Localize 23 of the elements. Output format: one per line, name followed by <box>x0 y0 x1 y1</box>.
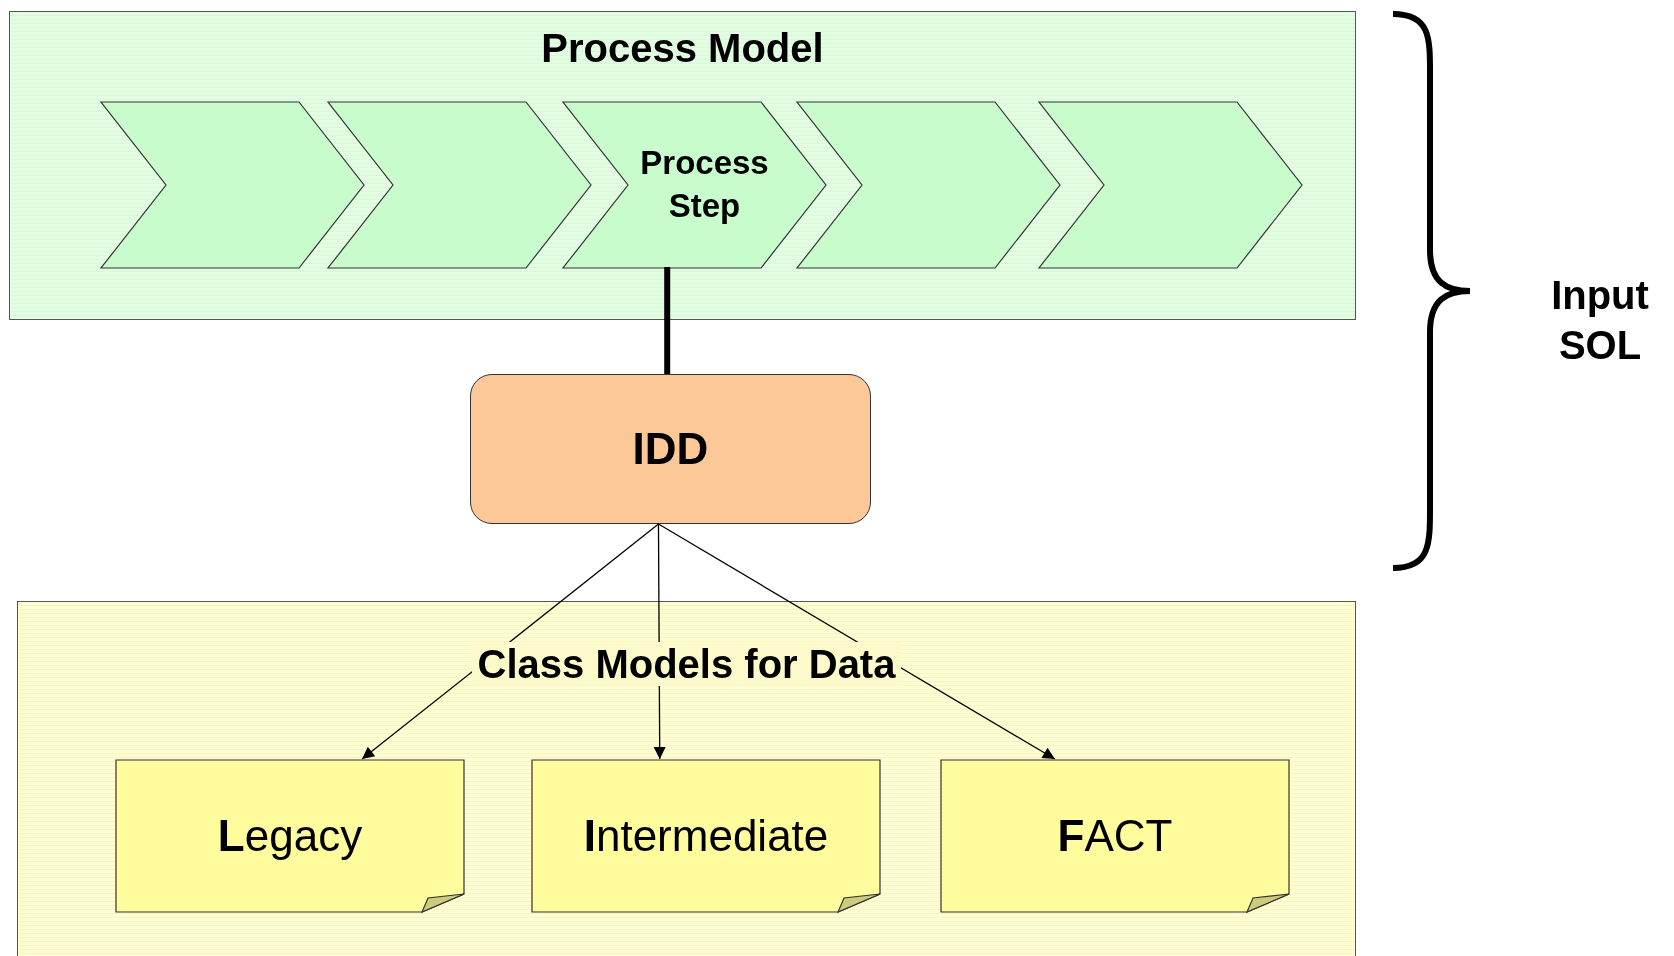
note-label: Intermediate <box>583 811 829 861</box>
panel-title: Class Models for Data <box>471 642 902 686</box>
panel-title: Process Model <box>540 26 825 70</box>
note-label: FACT <box>1057 811 1173 861</box>
process-panel <box>9 11 1356 320</box>
side-label: Input SOL <box>1550 272 1650 369</box>
arrow <box>361 523 660 760</box>
step-label: Process Step <box>639 143 770 226</box>
data-panel <box>17 601 1356 956</box>
connector-line <box>664 267 671 374</box>
note-label: Legacy <box>217 811 363 861</box>
process-step-shape <box>101 102 364 268</box>
process-step-shape <box>563 102 826 268</box>
note-card <box>532 760 880 912</box>
note-card <box>116 760 464 912</box>
idd-box <box>470 374 871 524</box>
process-step-shape <box>328 102 591 268</box>
process-step-shape <box>797 102 1060 268</box>
box-label: IDD <box>632 424 709 474</box>
arrow <box>653 523 666 760</box>
note-card <box>941 760 1289 912</box>
process-step-shape <box>1039 102 1302 268</box>
arrow <box>657 523 1056 760</box>
